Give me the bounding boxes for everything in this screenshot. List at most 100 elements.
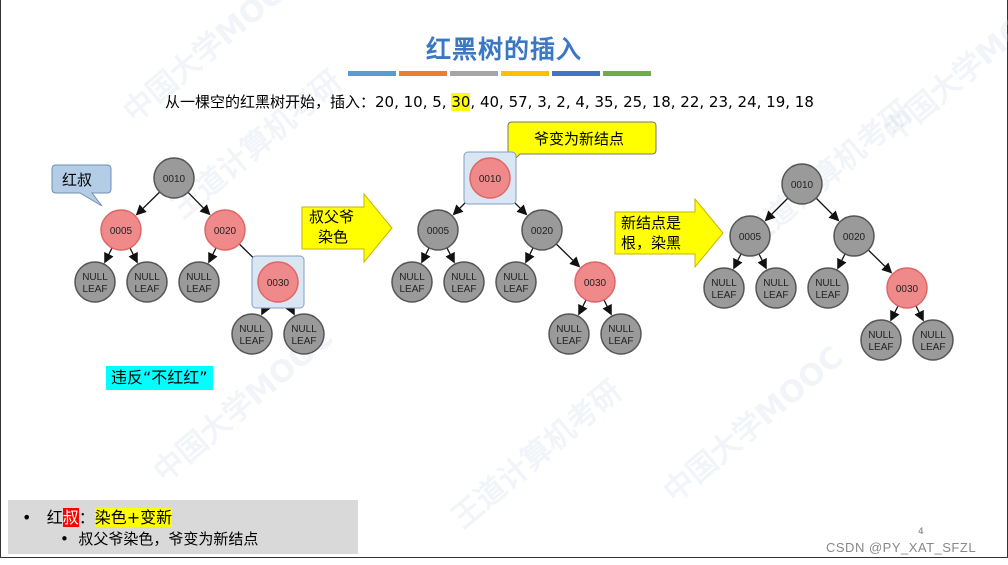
null-leaf-label: LEAF — [868, 342, 893, 353]
title-color-bar — [501, 71, 549, 76]
null-leaf-label: NULL — [711, 278, 737, 289]
summary-bullet-2: • 叔父爷染色，爷变为新结点 — [60, 530, 259, 548]
tree-edge — [764, 197, 789, 222]
tree-node-label: 0020 — [531, 226, 554, 237]
tree-edge — [837, 253, 847, 270]
null-leaf-label: NULL — [451, 272, 477, 283]
title-color-bar — [603, 71, 651, 76]
null-leaf-label: NULL — [82, 272, 108, 283]
title-color-bar — [450, 71, 498, 76]
csdn-watermark: CSDN @PY_XAT_SFZL — [826, 540, 977, 555]
tree-node-label: 0005 — [110, 226, 133, 237]
null-leaf-label: LEAF — [503, 284, 528, 295]
page-number: 4 — [918, 527, 924, 537]
null-leaf-label: NULL — [399, 272, 425, 283]
null-leaf-label: LEAF — [451, 284, 476, 295]
callout-uncle-red: 红叔 — [51, 164, 112, 207]
null-leaf-node — [126, 261, 168, 303]
summary-box: • 红叔：染色+变新 • 叔父爷染色，爷变为新结点 — [8, 500, 358, 554]
null-leaf-node — [74, 261, 116, 303]
tree-node-0030 — [574, 261, 616, 303]
null-leaf-node — [283, 313, 325, 355]
tree-edge — [135, 191, 161, 216]
null-leaf-label: NULL — [239, 324, 265, 335]
step-arrow-1: 叔父爷 染色 — [301, 192, 393, 264]
null-leaf-label: LEAF — [82, 284, 107, 295]
tree-edge — [733, 253, 743, 270]
tree-node-label: 0030 — [584, 278, 607, 289]
tree-edge — [208, 247, 218, 264]
step-arrow-1-line1: 叔父爷 — [309, 208, 354, 226]
tree-node-0030 — [886, 267, 928, 309]
null-leaf-node — [912, 319, 954, 361]
tree-edge — [421, 247, 431, 264]
null-leaf-label: LEAF — [763, 290, 788, 301]
null-leaf-label: LEAF — [399, 284, 424, 295]
step-arrow-2: 新结点是 根，染黑 — [614, 197, 724, 269]
null-leaf-label: NULL — [186, 272, 212, 283]
step-arrow-1-line2: 染色 — [318, 228, 348, 246]
null-leaf-node — [391, 261, 433, 303]
tree-edge — [128, 247, 138, 264]
callout-grandpa-new: 爷变为新结点 — [507, 121, 657, 167]
null-leaf-label: LEAF — [556, 336, 581, 347]
sequence-suffix: , 40, 57, 3, 2, 4, 35, 25, 18, 22, 23, 2… — [470, 93, 814, 111]
null-leaf-node — [703, 267, 745, 309]
tree-node-0005 — [100, 209, 142, 251]
tree-node-0010 — [469, 157, 511, 199]
tree-edge — [578, 299, 588, 316]
tree-node-label: 0020 — [214, 226, 237, 237]
null-leaf-label: NULL — [134, 272, 160, 283]
tree-edge — [445, 247, 455, 264]
null-leaf-label: NULL — [920, 330, 946, 341]
slide-title: 红黑树的插入 — [425, 35, 582, 64]
null-leaf-label: LEAF — [815, 290, 840, 301]
null-leaf-label: LEAF — [186, 284, 211, 295]
sequence-highlight: 30 — [451, 93, 471, 111]
bullet-2-text: 叔父爷染色，爷变为新结点 — [78, 530, 259, 548]
tree-node-0010 — [153, 157, 195, 199]
null-leaf-label: NULL — [556, 324, 582, 335]
tree-node-label: 0010 — [163, 174, 186, 185]
bullet-1-uncle: 叔 — [62, 508, 79, 527]
step-arrow-2-line1: 新结点是 — [621, 214, 681, 232]
step-arrow-2-line2: 根，染黑 — [621, 234, 681, 252]
null-leaf-label: LEAF — [239, 336, 264, 347]
bullet-1-prefix: 红 — [46, 508, 63, 527]
tree-node-label: 0005 — [427, 226, 450, 237]
null-leaf-label: LEAF — [608, 336, 633, 347]
null-leaf-node — [178, 261, 220, 303]
null-leaf-node — [860, 319, 902, 361]
null-leaf-label: NULL — [503, 272, 529, 283]
tree-node-0030 — [257, 261, 299, 303]
tree-node-label: 0005 — [739, 232, 762, 243]
tree-node-0010 — [781, 163, 823, 205]
null-leaf-label: NULL — [868, 330, 894, 341]
tree-edge — [757, 253, 767, 270]
trees-group: NULLLEAFNULLLEAFNULLLEAFNULLLEAFNULLLEAF… — [74, 151, 954, 361]
tree-node-0020 — [521, 209, 563, 251]
null-leaf-node — [807, 267, 849, 309]
null-leaf-label: NULL — [608, 324, 634, 335]
null-leaf-label: LEAF — [291, 336, 316, 347]
summary-bullet-1: • 红叔：染色+变新 — [22, 508, 173, 527]
tree-edge — [187, 191, 211, 216]
tree-node-label: 0020 — [843, 232, 866, 243]
null-leaf-node — [495, 261, 537, 303]
tree-edge — [867, 249, 893, 274]
null-leaf-node — [600, 313, 642, 355]
tree-edge — [602, 299, 612, 316]
null-leaf-label: LEAF — [920, 342, 945, 353]
callout-uncle-red-text: 红叔 — [62, 171, 92, 189]
null-leaf-label: LEAF — [711, 290, 736, 301]
tree-edge — [890, 305, 900, 322]
tree-node-label: 0030 — [896, 284, 919, 295]
null-leaf-node — [548, 313, 590, 355]
title-color-bar — [399, 71, 447, 76]
tree-node-label: 0010 — [791, 180, 814, 191]
tree-edge — [914, 305, 924, 322]
tree-edge — [525, 247, 535, 264]
violation-label: 违反“不红红” — [106, 366, 213, 390]
sequence-prefix: 从一棵空的红黑树开始，插入：20, 10, 5, — [165, 93, 452, 111]
